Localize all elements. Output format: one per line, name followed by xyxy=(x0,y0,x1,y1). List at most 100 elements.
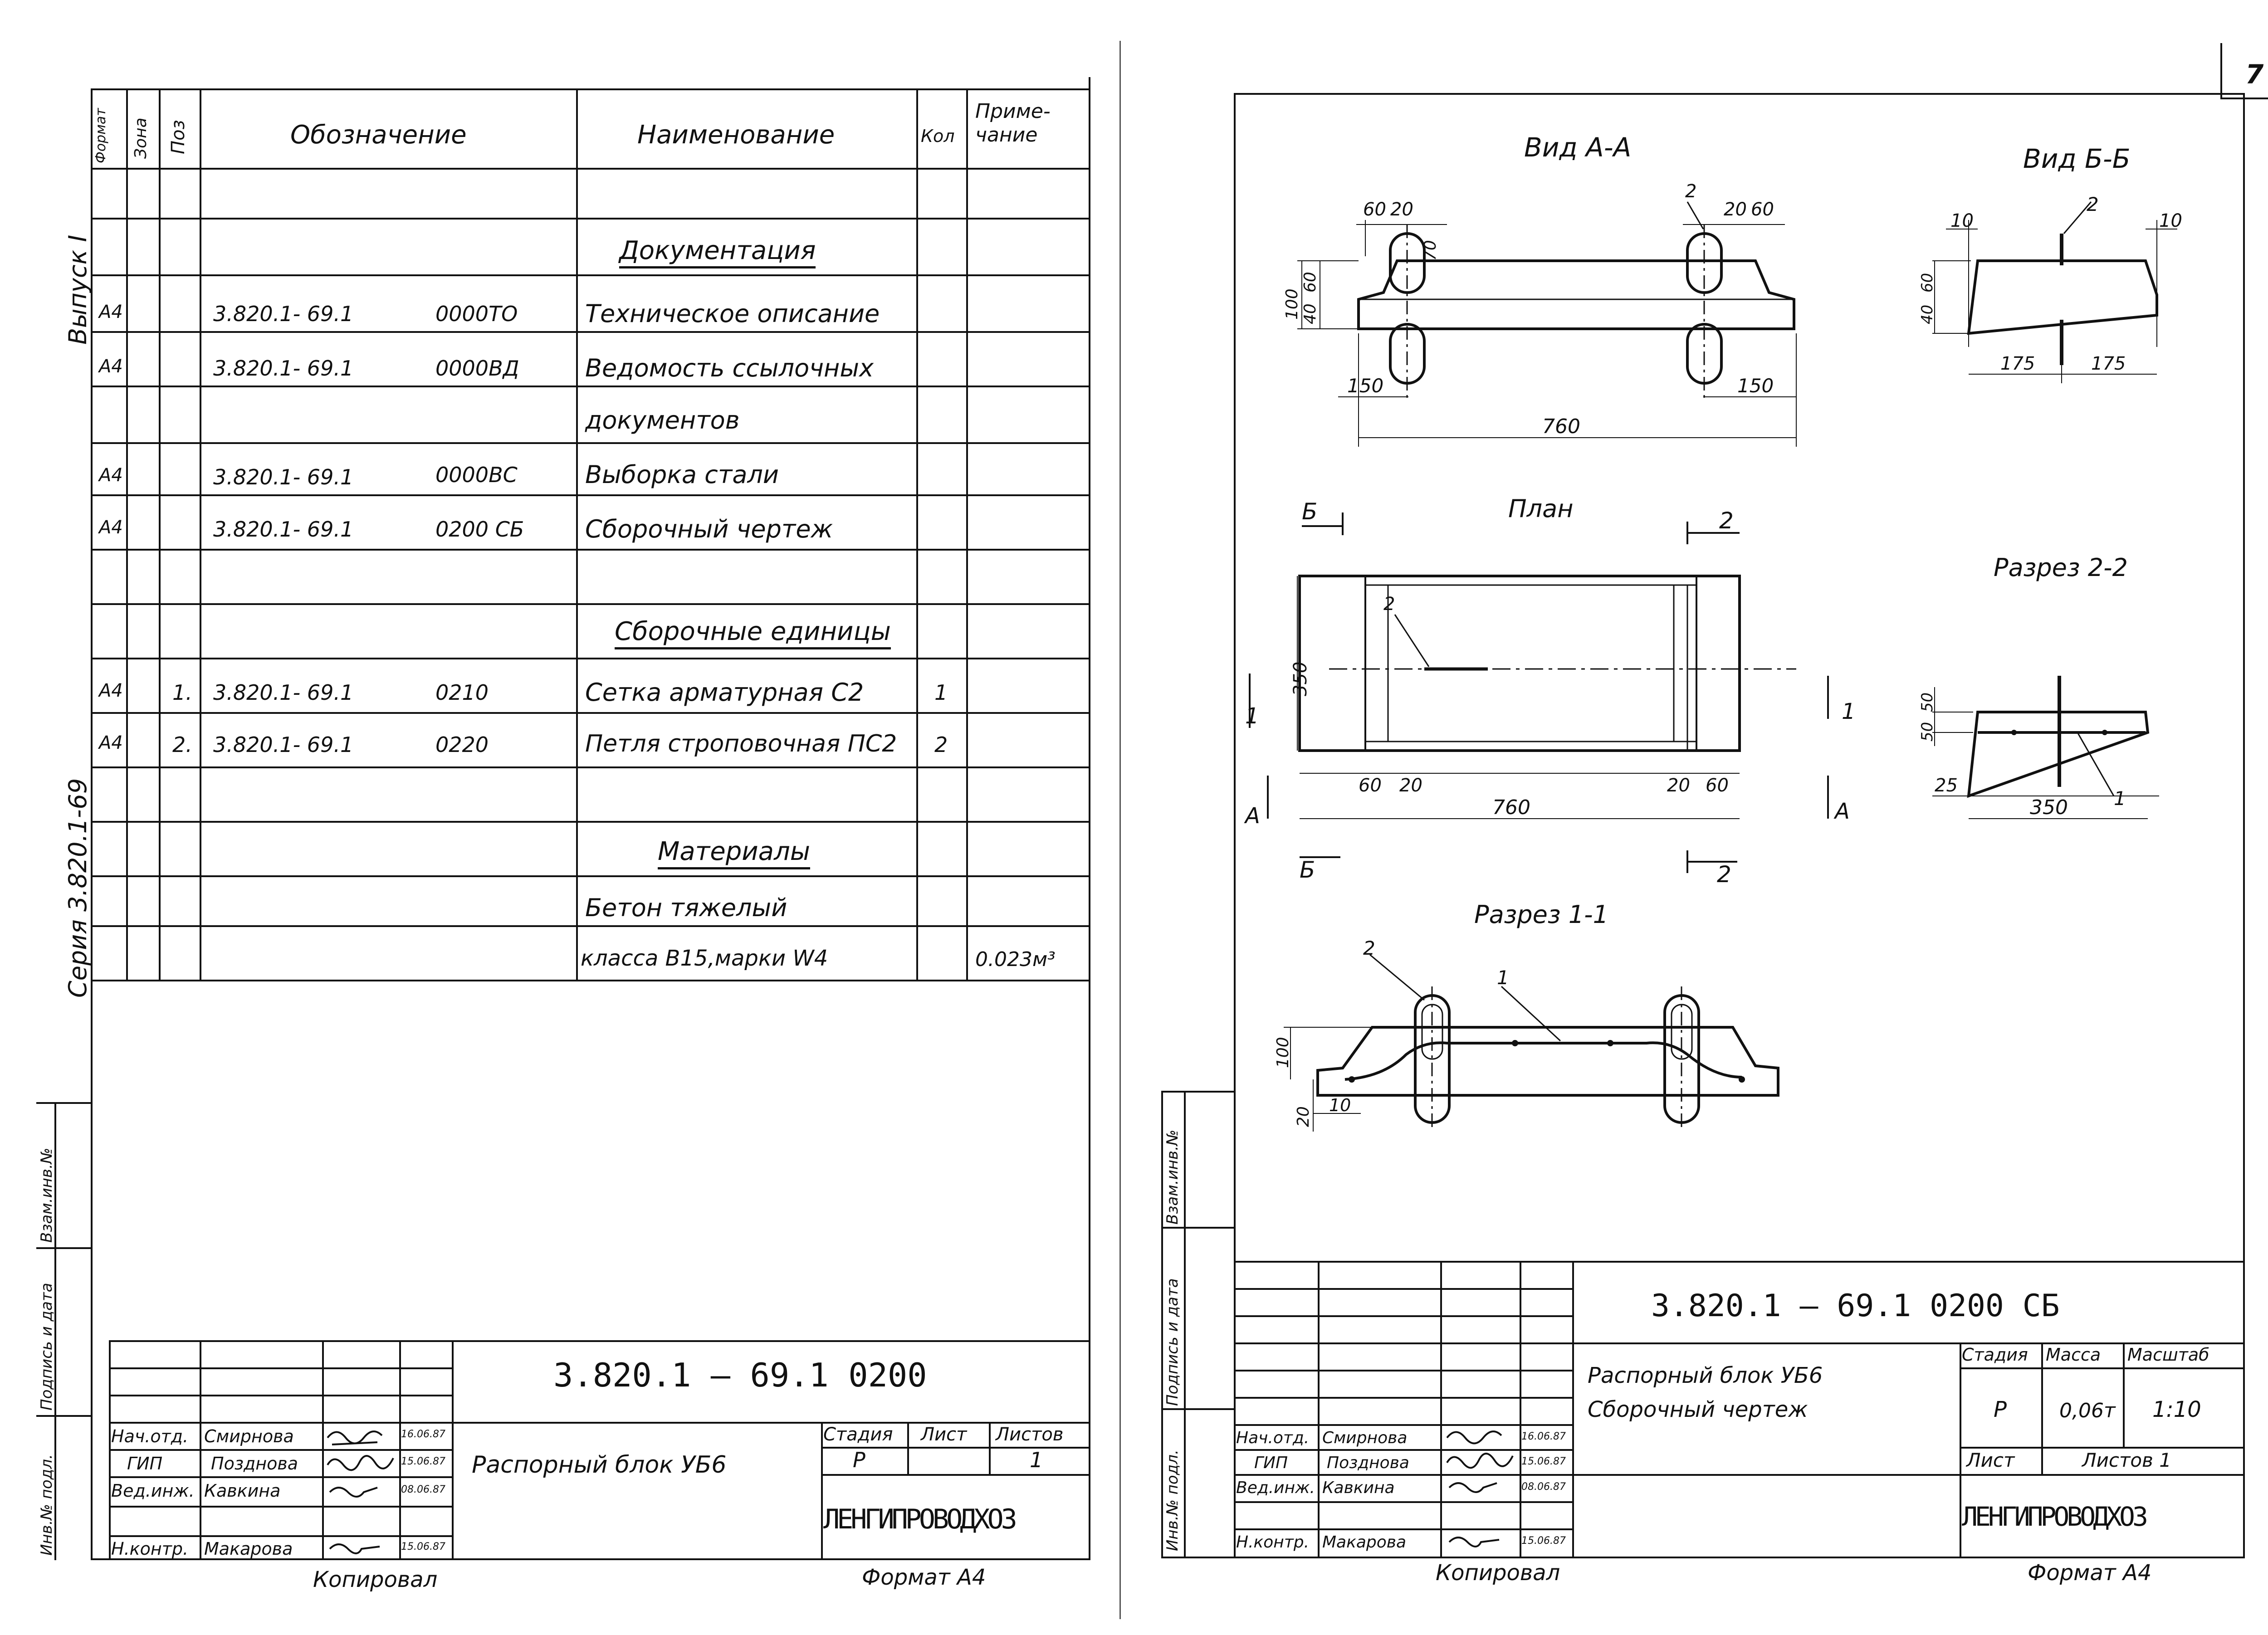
row-line xyxy=(91,712,1090,714)
view-section11: Разрез 1-1 2 1 100 20 10 xyxy=(1274,900,1779,1132)
left-frame-top xyxy=(91,88,1090,90)
row-format: A4 xyxy=(99,732,123,753)
row-line xyxy=(91,766,1090,768)
rtb-col xyxy=(1960,1342,1961,1558)
center-divider xyxy=(1119,41,1121,1619)
format-label: Формат А4 xyxy=(862,1565,986,1590)
tb-line xyxy=(109,1449,454,1451)
dim-aa: 70 xyxy=(1421,240,1440,261)
section11-dim: 100 xyxy=(1274,1037,1292,1068)
plan-mark: Б xyxy=(1302,498,1317,525)
person-name: Позднова xyxy=(211,1454,298,1474)
dim-aa: 20 xyxy=(1390,199,1413,220)
row-format: A4 xyxy=(99,680,123,701)
scale-label: Масштаб xyxy=(2127,1345,2209,1365)
row-qty: 1 xyxy=(934,680,948,705)
mass-value: 0,06т xyxy=(2059,1399,2116,1422)
person-name: Смирнова xyxy=(1322,1429,1408,1447)
row-line xyxy=(91,549,1090,551)
rtb-col xyxy=(2041,1447,2043,1474)
plan-mark: 2 xyxy=(1717,861,1731,888)
plan-title: План xyxy=(1508,494,1574,523)
header-bottom xyxy=(91,168,1090,170)
row-code: 0210 xyxy=(435,680,489,705)
row-line xyxy=(91,494,1090,496)
right-side-strip-line xyxy=(1184,1091,1186,1558)
row-code: 0220 xyxy=(435,732,489,757)
person-date: 16.06.87 xyxy=(401,1429,445,1440)
sheets-value: 1 xyxy=(1030,1448,1043,1472)
tb-line xyxy=(821,1474,1090,1476)
rtb-line xyxy=(1234,1501,1574,1503)
dim-bb: 10 xyxy=(2159,210,2182,231)
row-line xyxy=(91,603,1090,605)
side-strip-h xyxy=(36,1102,93,1104)
view-aa-title: Вид А-А xyxy=(1524,132,1631,163)
row-note: 0.023м³ xyxy=(975,948,1056,971)
section22-dim: 1 xyxy=(2114,787,2126,810)
row-code: 0000ВД xyxy=(435,356,519,381)
plan-leader: 2 xyxy=(1383,594,1395,615)
plan-dim: 760 xyxy=(1492,796,1530,819)
rtb-col xyxy=(1520,1261,1521,1558)
dim-aa: 150 xyxy=(1737,375,1774,397)
row-line xyxy=(91,925,1090,927)
doc-title: Распорный блок УБ6 xyxy=(472,1451,727,1479)
dim-aa: 60 xyxy=(1301,272,1320,293)
plan-mark: А xyxy=(1833,799,1850,824)
row-line xyxy=(91,821,1090,823)
section11-dim: 10 xyxy=(1329,1095,1351,1115)
tb-line xyxy=(821,1447,1090,1449)
person-date: 15.06.87 xyxy=(1521,1535,1566,1547)
row-format: A4 xyxy=(99,302,123,322)
header-designation: Обозначение xyxy=(290,120,467,150)
tb-line xyxy=(109,1422,1090,1424)
tb-line xyxy=(109,1535,454,1537)
rtb-col xyxy=(2123,1342,2125,1447)
row-code: 0000ВС xyxy=(435,463,518,487)
row-name: Бетон тяжелый xyxy=(585,893,787,922)
right-frame-right xyxy=(2243,93,2245,1263)
plan-dim: 60 xyxy=(1706,775,1729,796)
plan-dim: 60 xyxy=(1359,775,1382,796)
right-side-strip-h xyxy=(1161,1227,1236,1229)
section22-dim: 50 xyxy=(1918,693,1936,712)
format-label: Формат А4 xyxy=(2028,1560,2152,1586)
sheet-label: Лист xyxy=(1966,1449,2015,1471)
rtb-line xyxy=(1234,1397,1574,1399)
header-note: Приме-чание xyxy=(975,100,1051,146)
page-number-box xyxy=(2220,43,2222,98)
mass-label: Масса xyxy=(2046,1345,2101,1365)
left-frame-right xyxy=(1089,77,1090,1560)
rtb-line xyxy=(1960,1367,2245,1369)
sheets-label: Листов xyxy=(996,1424,1064,1445)
person-date: 08.06.87 xyxy=(401,1484,445,1495)
org-name: ЛЕНГИПРОВОДХОЗ xyxy=(1962,1501,2148,1532)
dim-bb: 175 xyxy=(2091,353,2126,374)
row-name: Петля строповочная ПС2 xyxy=(585,730,897,757)
row-designation: 3.820.1- 69.1 xyxy=(213,732,354,757)
row-designation: 3.820.1- 69.1 xyxy=(213,680,354,705)
side-strip-h xyxy=(36,1415,93,1417)
plan-mark: 1 xyxy=(1842,699,1856,724)
tb-line xyxy=(109,1476,454,1478)
tb-line xyxy=(109,1506,454,1508)
rtb-line xyxy=(1234,1315,1574,1317)
copied-label: Копировал xyxy=(1436,1560,1560,1586)
dim-bb: 60 xyxy=(1918,273,1936,293)
row-designation: 3.820.1- 69.1 xyxy=(213,302,354,326)
row-line xyxy=(91,218,1090,220)
sheets-label: Листов 1 xyxy=(2082,1449,2171,1471)
plan-dim: 20 xyxy=(1667,775,1690,796)
rtb-line xyxy=(1234,1449,1574,1451)
dim-bb: 10 xyxy=(1950,210,1974,231)
row-line xyxy=(91,331,1090,333)
rtb-line xyxy=(1234,1424,1574,1426)
rtb-right xyxy=(2243,1261,2245,1558)
row-qty: 2 xyxy=(934,732,948,757)
view-plan: План 2 350 60 20 20 60 760 Б xyxy=(1244,494,1856,888)
person-name: Кавкина xyxy=(204,1481,281,1501)
view-bb-title: Вид Б-Б xyxy=(2023,143,2131,174)
rtb-line xyxy=(1234,1528,1574,1530)
rtb-col xyxy=(1440,1261,1442,1558)
